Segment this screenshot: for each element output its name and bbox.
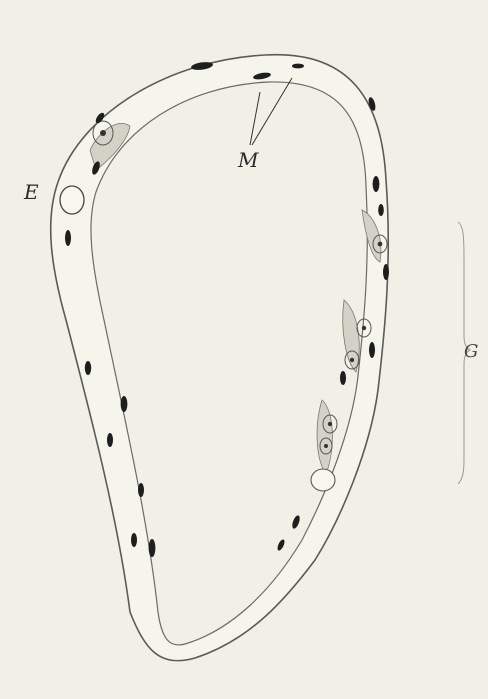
empty-cell [311,469,335,491]
cell-nucleus [328,422,332,426]
label-g: G [464,343,478,361]
nucleus [131,533,137,547]
nucleus [340,371,346,385]
nucleus [149,539,156,557]
nucleus [292,64,304,69]
nucleus [138,483,144,497]
nucleus [383,264,389,280]
nucleus [369,342,375,358]
label-m: M [238,150,258,170]
cell-nucleus [378,242,383,247]
cell-nucleus [100,130,106,136]
label-e: E [24,182,39,202]
cell-nucleus [350,358,354,362]
cell-nucleus [362,326,366,330]
cell-nucleus [324,444,328,448]
nucleus [107,433,113,447]
nucleus [378,204,384,216]
nucleus [373,176,380,192]
empty-cell [60,186,84,214]
nucleus [65,230,71,246]
nucleus [85,361,91,375]
nucleus [121,396,128,412]
